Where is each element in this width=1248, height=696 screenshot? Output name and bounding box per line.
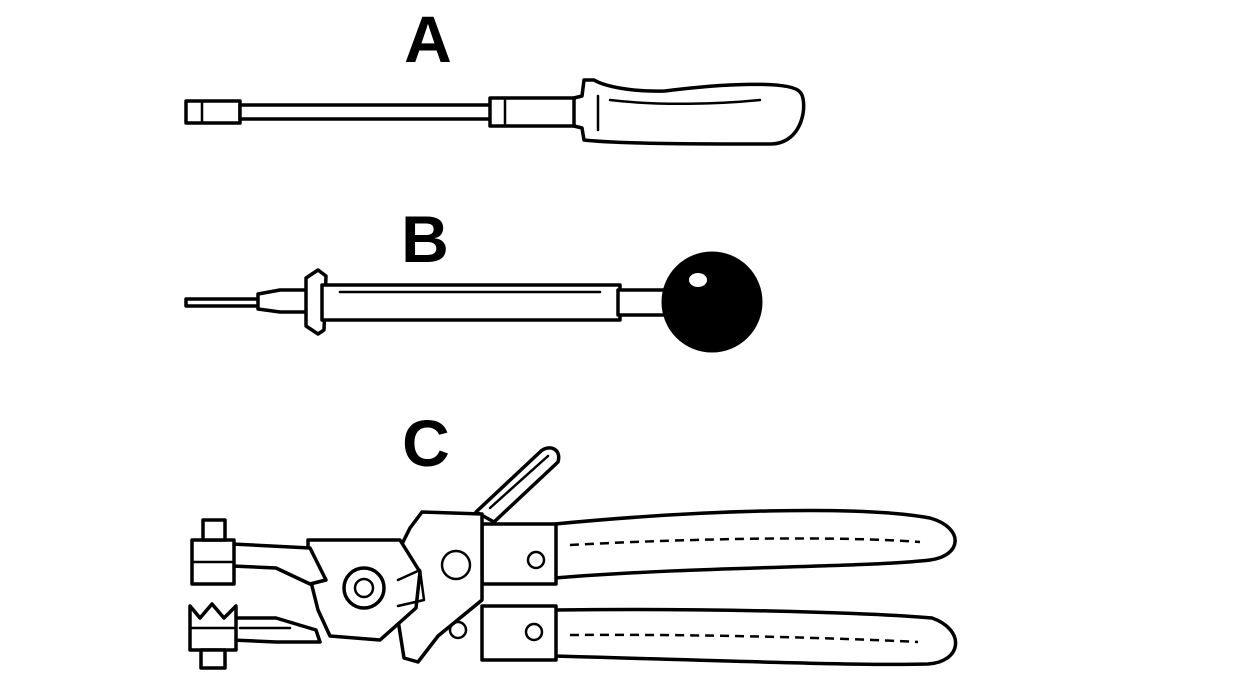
label-b: B [401, 202, 449, 276]
label-a: A [404, 2, 452, 76]
ball-handle-punch-icon [184, 251, 763, 353]
label-c: C [402, 406, 450, 480]
nut-driver-icon [184, 78, 806, 146]
hose-clamp-pliers-icon [188, 446, 958, 670]
